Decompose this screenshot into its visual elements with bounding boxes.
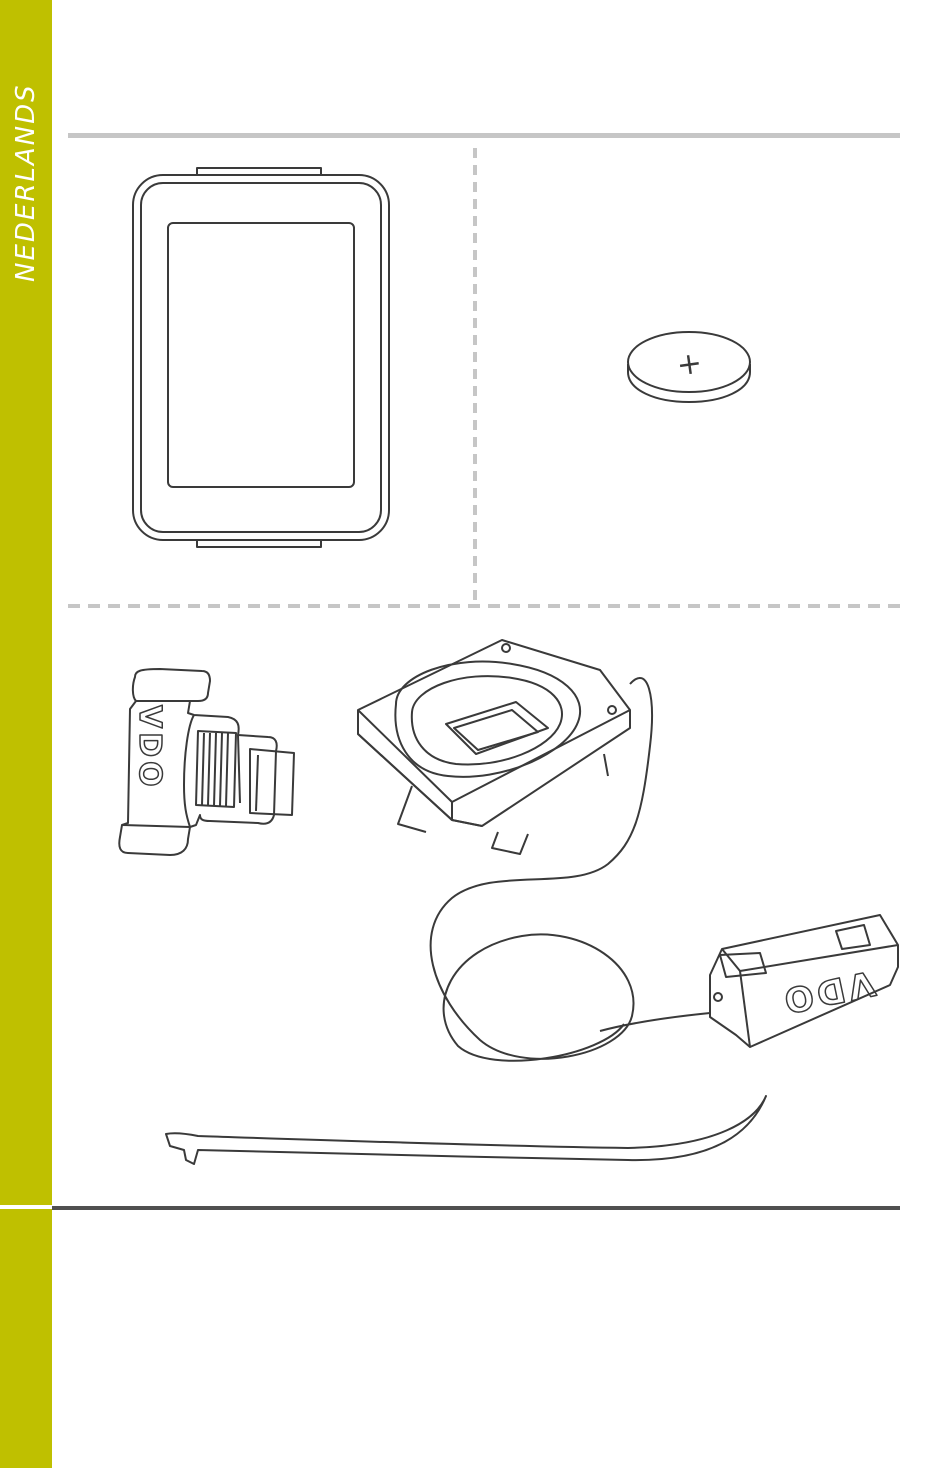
horizontal-dashed-divider xyxy=(68,604,900,608)
sidebar-divider xyxy=(0,1205,52,1209)
language-label: NEDERLANDS xyxy=(6,62,46,282)
language-sidebar: NEDERLANDS xyxy=(0,0,52,1468)
transmitter-illustration: VDO xyxy=(600,905,912,1077)
vertical-dashed-divider xyxy=(473,148,477,600)
cable-tie-illustration xyxy=(158,1090,772,1168)
bike-computer-illustration xyxy=(130,165,392,550)
bottom-rule xyxy=(52,1206,900,1210)
speed-sensor-illustration: VDO xyxy=(110,665,310,865)
top-rule xyxy=(68,133,900,138)
coin-battery-illustration: + xyxy=(623,328,755,406)
transmitter-vdo-logo: VDO xyxy=(777,962,879,1021)
sensor-vdo-logo: VDO xyxy=(132,705,167,791)
battery-plus-symbol: + xyxy=(674,345,704,383)
